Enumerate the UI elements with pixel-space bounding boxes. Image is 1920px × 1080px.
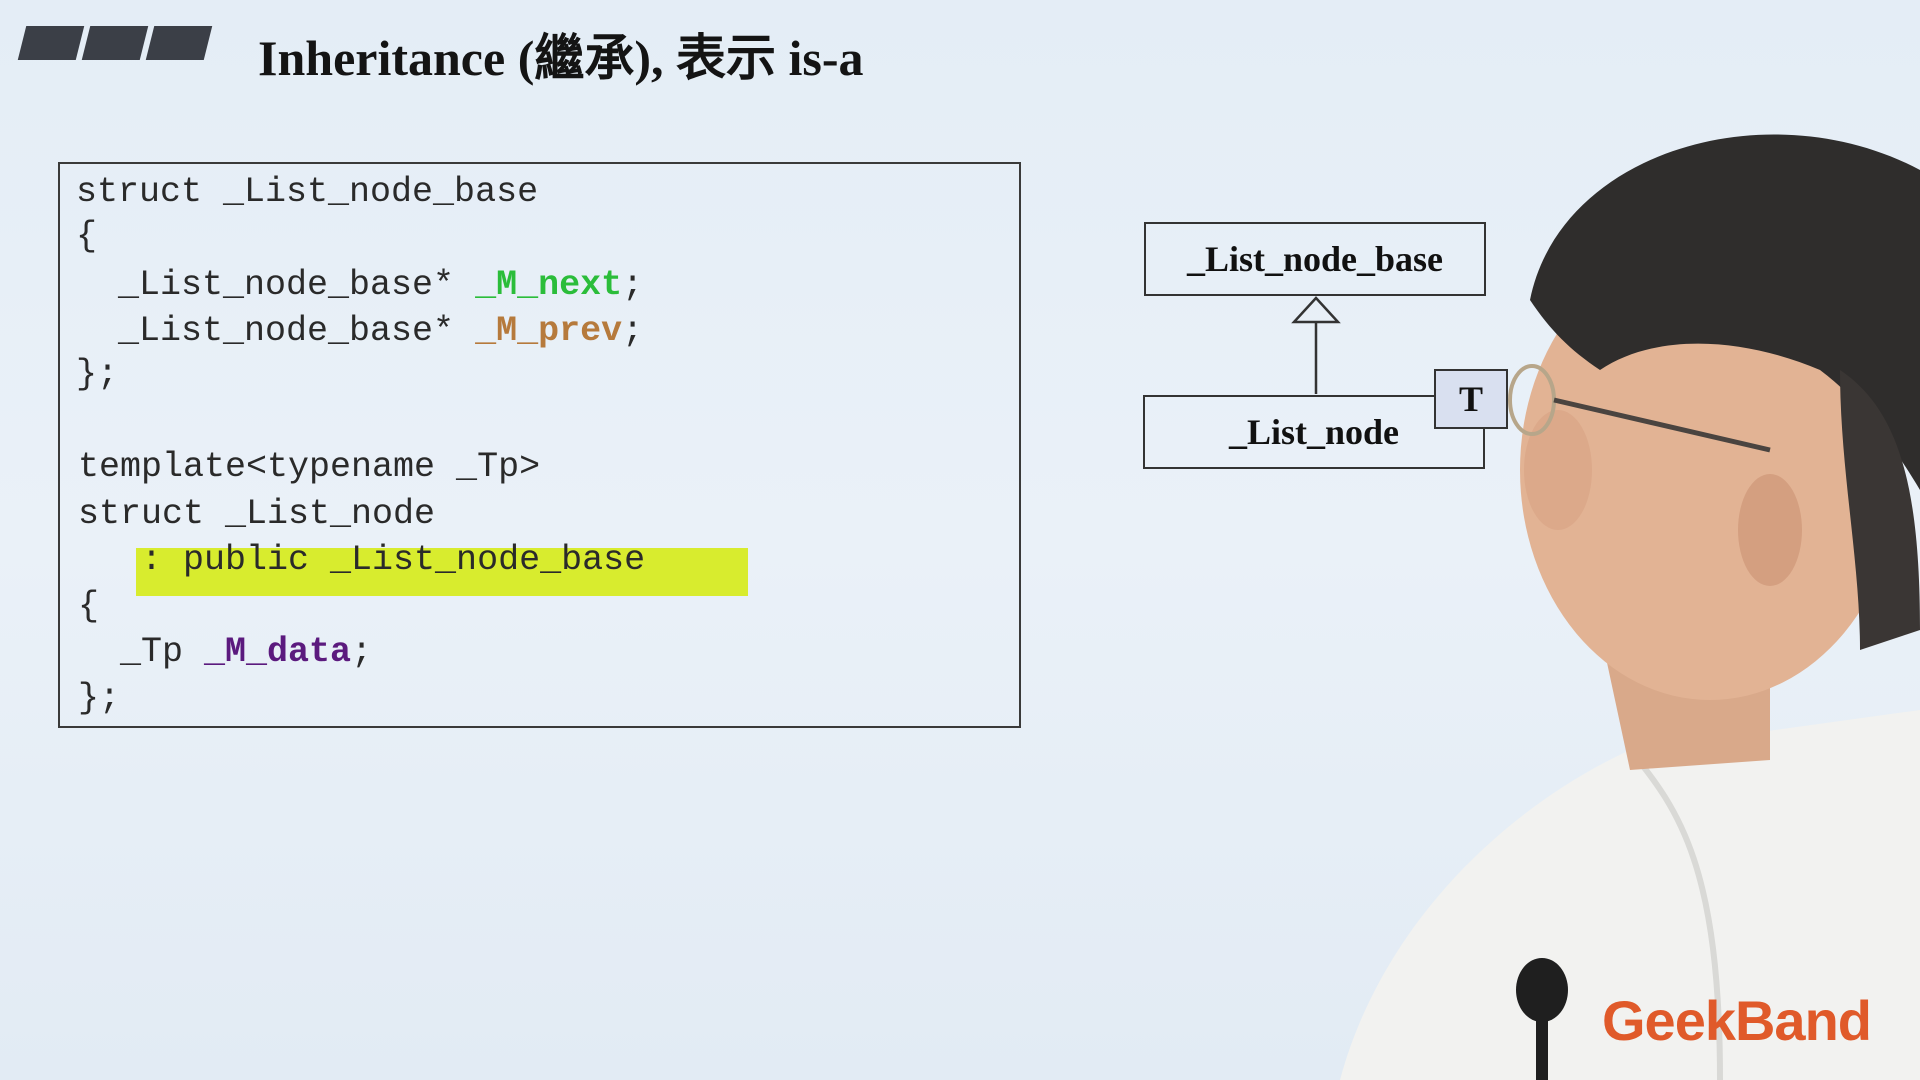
geekband-logo: GeekBand [1602, 989, 1872, 1052]
slide-title: Inheritance (繼承), 表示 is-a [258, 30, 864, 86]
code-line-10: _Tp _M_data; [78, 631, 372, 673]
code-text: _List_node_base* [76, 311, 476, 351]
code-line-4: _List_node_base* _M_prev; [76, 310, 643, 352]
uml-derived-class-box: _List_node [1143, 395, 1485, 469]
code-line-11: }; [78, 678, 121, 718]
code-line-3: _List_node_base* _M_next; [76, 264, 643, 306]
code-text: ; [622, 311, 644, 351]
uml-base-class-box: _List_node_base [1144, 222, 1486, 296]
member-prev: _M_prev [475, 311, 623, 351]
inheritance-arrow [1291, 296, 1341, 394]
uml-template-param: T [1434, 369, 1508, 429]
code-text: ; [351, 632, 373, 672]
uml-base-class-label: _List_node_base [1186, 239, 1444, 279]
title-decoration-block-3 [145, 26, 213, 60]
code-line-2: { [76, 216, 98, 256]
code-text: ; [622, 265, 644, 305]
presenter-image [1340, 134, 1920, 1080]
code-line-9: { [78, 586, 100, 626]
code-text: _List_node_base* [76, 265, 476, 305]
code-panel [58, 162, 1021, 728]
code-line-8: : public _List_node_base [78, 540, 646, 580]
member-next: _M_next [475, 265, 623, 305]
title-decoration-block-2 [81, 26, 149, 60]
code-highlight [136, 548, 748, 596]
code-line-5: }; [76, 354, 119, 394]
title-decoration-block-1 [17, 26, 85, 60]
code-line-7: struct _List_node [78, 494, 436, 534]
member-data: _M_data [204, 632, 352, 672]
code-line-6: template<typename _Tp> [78, 447, 541, 487]
uml-derived-class-label: _List_node [1228, 412, 1400, 452]
code-line-1: struct _List_node_base [76, 172, 539, 212]
code-text: _Tp [78, 632, 205, 672]
